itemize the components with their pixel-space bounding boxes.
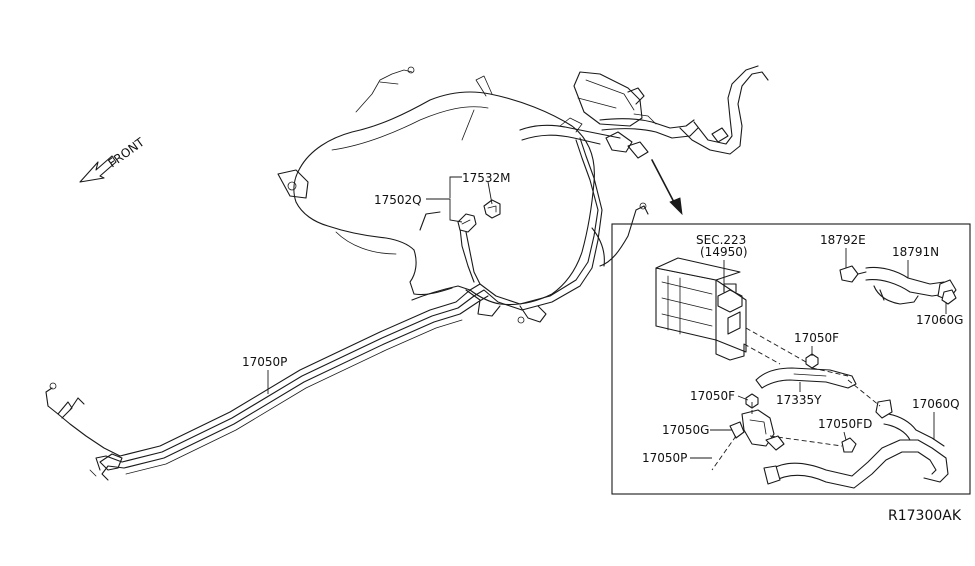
- callout-sec223: SEC.223: [696, 233, 746, 247]
- filler-pipe-assembly: [519, 65, 769, 159]
- sensor-18792E-part: [839, 265, 867, 283]
- front-arrow-icon: FRONT: [79, 135, 148, 183]
- callout-17060Q: 17060Q: [912, 397, 960, 411]
- bracket-17502Q-part: [457, 213, 477, 233]
- hose-17060Q-part: [763, 399, 949, 489]
- callout-17050G: 17050G: [662, 423, 709, 437]
- callout-18792E: 18792E: [820, 233, 866, 247]
- callout-17532M: 17532M: [462, 171, 511, 185]
- detail-arrow-icon: [651, 159, 683, 216]
- callout-17050P-inset: 17050P: [642, 451, 687, 465]
- callout-17502Q: 17502Q: [374, 193, 422, 207]
- front-label: FRONT: [106, 135, 148, 171]
- callout-17050F-mid: 17050F: [690, 389, 735, 403]
- callout-17050P-main: 17050P: [242, 355, 287, 369]
- callout-17060G: 17060G: [916, 313, 963, 327]
- clip-17050F-top-part: [805, 353, 819, 369]
- callout-17335Y: 17335Y: [776, 393, 822, 407]
- clip-17532M-part: [483, 199, 501, 219]
- fuel-line-bundle: [45, 137, 603, 481]
- clip-17050F-mid-part: [745, 393, 759, 409]
- hose-17335Y-part: [755, 367, 857, 389]
- callout-sec223-sub: (14950): [700, 245, 748, 259]
- detail-inset: SEC.223 (14950) 18792E 18791N 17060G 170…: [611, 223, 971, 495]
- callout-17050F-top: 17050F: [794, 331, 839, 345]
- bracket-17050G-part: [729, 409, 785, 451]
- clip-17050FD-part: [841, 437, 857, 453]
- evap-canister-part: [655, 257, 747, 361]
- clip-17060G-part: [941, 289, 957, 305]
- reference-code: R17300AK: [888, 508, 962, 524]
- fuel-tank-illustration: [277, 66, 649, 324]
- callout-18791N: 18791N: [892, 245, 939, 259]
- callout-17050FD: 17050FD: [818, 417, 872, 431]
